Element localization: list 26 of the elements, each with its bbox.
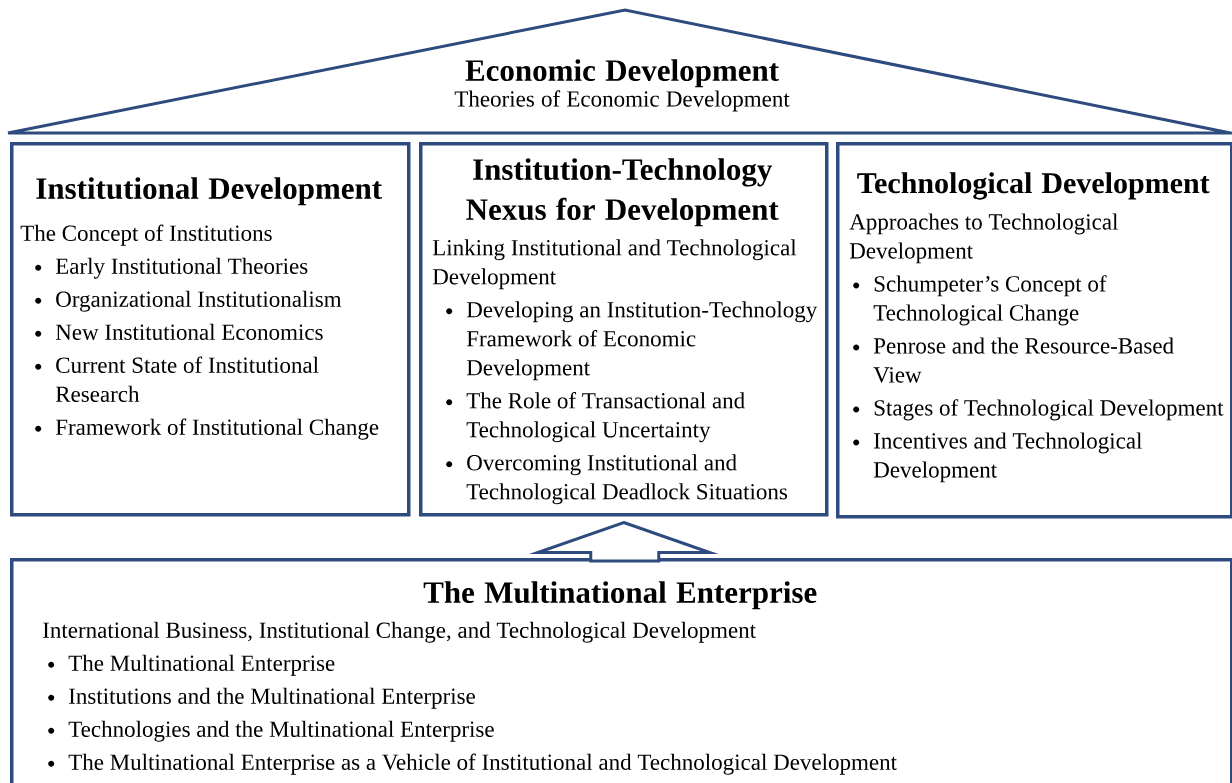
subheading: The Concept of Institutions xyxy=(20,224,272,246)
bullet-item: Stages of Technological Development xyxy=(853,399,1224,421)
bullet-item: Overcoming Institutional and Technological Deadlock Situations xyxy=(446,454,787,505)
bullet-item: Developing an Institution-Technology Framework of Economic Development xyxy=(446,301,818,381)
bullet-item: Institutions and the Multinational Enterprise xyxy=(48,687,475,709)
bullet-item: The Multinational Enterprise xyxy=(48,654,335,676)
heading: Technological Development xyxy=(857,172,1210,200)
bullet-item: Framework of Institutional Change xyxy=(35,418,379,440)
bullet-item: The Multinational Enterprise as a Vehicle of Institutional and Technological Development xyxy=(48,753,897,775)
bullet-item: Schumpeter’s Concept of Technological Change xyxy=(853,275,1107,326)
heading: Institution-Technology Nexus for Development xyxy=(466,158,779,227)
bullet-item: Incentives and Technological Development xyxy=(853,432,1142,483)
bullet-item: Organizational Institutionalism xyxy=(35,290,342,312)
heading: Economic Development xyxy=(465,59,779,88)
heading: The Multinational Enterprise xyxy=(423,581,817,610)
bullet-item: Early Institutional Theories xyxy=(35,257,308,279)
subheading: International Business, Institutional Change, and Technological Development xyxy=(43,621,756,643)
bullet-item: The Role of Transactional and Technological Uncertainty xyxy=(446,392,745,443)
subheading: Linking Institutional and Technological Development xyxy=(432,239,797,290)
bullet-item: Penrose and the Resource-Based View xyxy=(853,337,1174,383)
heading: Institutional Development xyxy=(36,177,382,206)
bullet-item: Current State of Institutional Research xyxy=(35,356,319,402)
bullet-item: New Institutional Economics xyxy=(35,323,323,340)
subheading: Theories of Economic Development xyxy=(454,90,790,112)
bullet-item: Technologies and the Multinational Enterprise xyxy=(48,720,494,742)
subheading: Approaches to Technological Development xyxy=(849,213,1118,264)
